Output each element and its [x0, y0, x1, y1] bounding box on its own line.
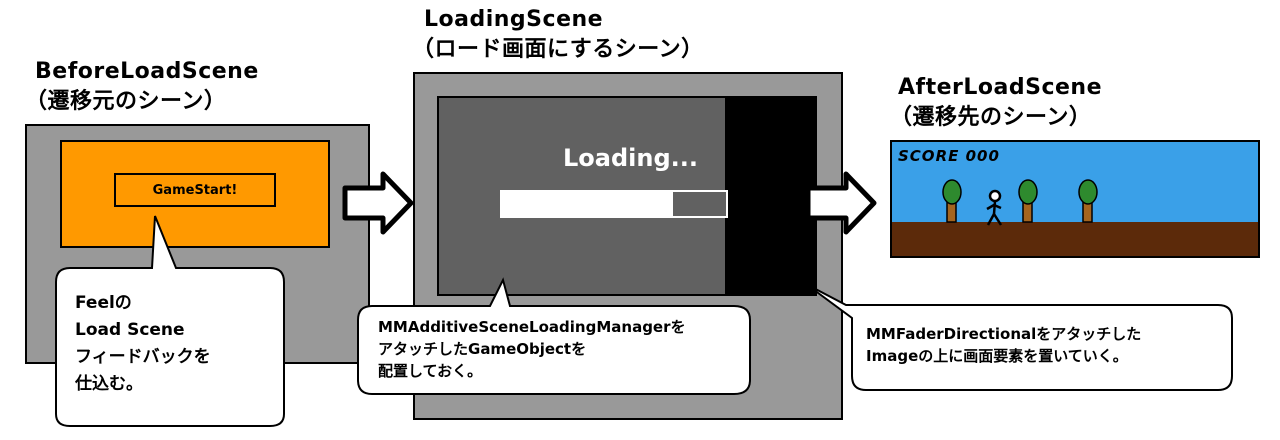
loading-text: Loading... — [563, 144, 698, 172]
score-text: SCORE 000 — [898, 147, 1000, 165]
fader-note-line: Imageの上に画面要素を置いていく。 — [866, 347, 1128, 365]
after-scene-sprites — [942, 179, 1098, 226]
manager-note-line: 配置しておく。 — [378, 362, 483, 380]
after-scene-title: AfterLoadScene — [898, 75, 1103, 100]
tree-icon — [1018, 179, 1038, 223]
feel-note-line: 仕込む。 — [75, 374, 143, 394]
fader-directional-panel — [725, 96, 817, 296]
tree-icon — [1078, 179, 1098, 223]
loading-scene-subtitle: （ロード画面にするシーン） — [412, 37, 704, 62]
feel-note-line: フィードバックを — [75, 347, 211, 367]
progress-bar-fill — [500, 190, 673, 218]
after-scene-ground — [892, 222, 1258, 256]
gamestart-button-label: GameStart! — [152, 182, 238, 198]
before-scene-title: BeforeLoadScene — [35, 59, 259, 84]
manager-callout-bubble — [357, 277, 751, 395]
feel-callout-bubble — [55, 215, 285, 427]
feel-note-line: Feelの — [75, 293, 132, 313]
stick-figure-icon — [986, 189, 1003, 226]
tree-icon — [942, 179, 962, 223]
manager-note-line: MMAdditiveSceneLoadingManagerを — [378, 318, 686, 336]
feel-note-line: Load Scene — [75, 320, 185, 340]
manager-note-line: アタッチしたGameObjectを — [378, 340, 587, 358]
before-scene-subtitle: （遷移元のシーン） — [25, 89, 227, 114]
fader-note-line: MMFaderDirectionalをアタッチした — [866, 325, 1142, 343]
fader-callout-bubble — [805, 283, 1233, 391]
gamestart-button[interactable]: GameStart! — [114, 173, 276, 207]
loading-scene-title: LoadingScene — [424, 7, 604, 32]
right-arrow-icon — [342, 171, 414, 235]
after-scene-screen: SCORE 000 — [890, 140, 1260, 258]
right-arrow-icon — [805, 171, 877, 235]
after-scene-subtitle: （遷移先のシーン） — [890, 105, 1092, 130]
